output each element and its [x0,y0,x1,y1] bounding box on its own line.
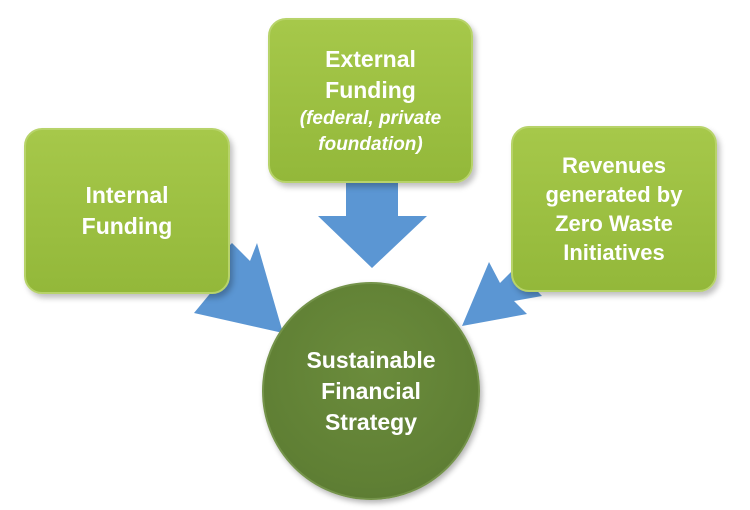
external-funding-subtitle-line-1: (federal, private [299,107,442,129]
revenues-box: Revenues generated by Zero Waste Initiat… [511,126,717,292]
internal-funding-line-2: Funding [81,213,173,239]
sustainable-financial-strategy-circle: Sustainable Financial Strategy [262,282,480,500]
center-line-1: Sustainable [306,346,436,373]
internal-funding-box: Internal Funding [24,128,230,294]
revenues-line-2: generated by [545,182,683,207]
external-funding-title-line-1: External [325,45,416,72]
revenues-line-4: Initiatives [563,240,665,265]
revenues-line-3: Zero Waste [555,211,673,236]
arrow-external-to-center [318,183,427,268]
center-line-2: Financial [321,377,421,404]
internal-funding-line-1: Internal [85,182,169,208]
external-funding-title-line-2: Funding [325,76,416,103]
external-funding-box: External Funding (federal, private found… [268,18,473,183]
center-line-3: Strategy [324,408,418,435]
revenues-line-1: Revenues [562,153,666,178]
external-funding-subtitle-line-2: foundation) [318,133,423,155]
